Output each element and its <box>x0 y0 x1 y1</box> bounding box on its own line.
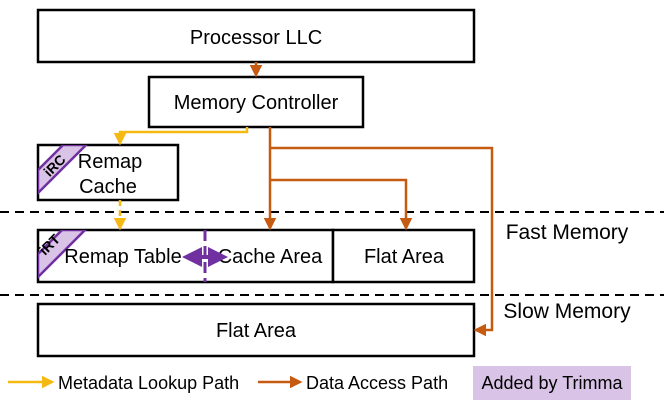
controller-to-fast-flat-area-arrow <box>270 178 413 231</box>
remap-cache-label-line2: Cache <box>79 176 137 198</box>
irt-corner-tag <box>38 230 87 279</box>
slow-flat-area-label: Flat Area <box>216 320 297 342</box>
legend: Metadata Lookup Path Data Access Path Ad… <box>8 366 631 400</box>
memory-controller-box <box>147 75 365 129</box>
cache-area-label: Cache Area <box>218 246 323 268</box>
fast-flat-area-label: Flat Area <box>364 246 445 268</box>
memory-controller-label: Memory Controller <box>174 92 339 114</box>
metadata-path-legend-label: Metadata Lookup Path <box>58 373 239 393</box>
controller-to-remap-cache-arrow <box>113 127 249 146</box>
added-by-trimma-label: Added by Trimma <box>481 373 623 393</box>
added-by-trimma-swatch <box>473 366 631 400</box>
slow-flat-area-box <box>36 302 476 358</box>
slow-memory-label: Slow Memory <box>503 300 631 323</box>
fast-flat-area-box <box>331 228 476 284</box>
data-path-legend-label: Data Access Path <box>306 373 448 393</box>
processor-llc-label: Processor LLC <box>190 27 322 49</box>
remap-cache-label-line1: Remap <box>78 151 142 173</box>
irc-corner-tag <box>38 145 88 195</box>
remap-table-label: Remap Table <box>64 246 181 268</box>
controller-to-slow-flat-area-arrow <box>270 146 494 337</box>
fast-memory-label: Fast Memory <box>506 221 629 244</box>
